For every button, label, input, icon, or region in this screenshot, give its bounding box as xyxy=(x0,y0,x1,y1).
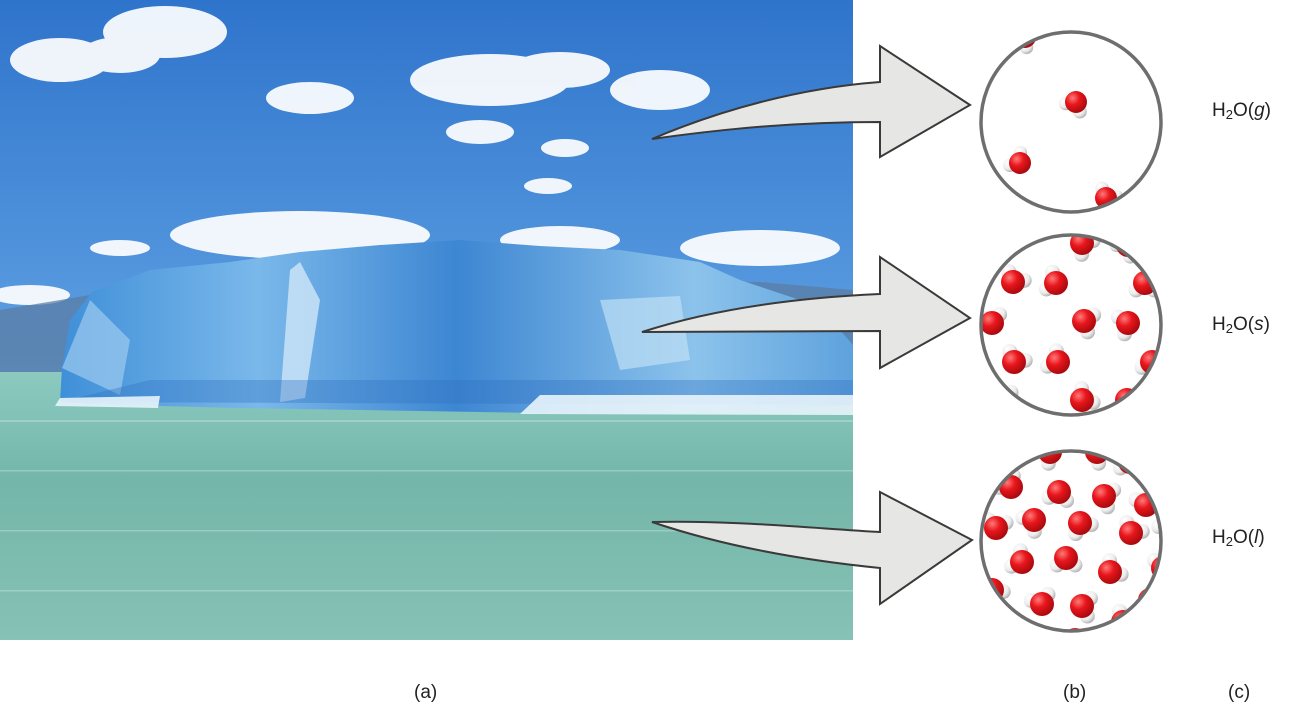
panel-label-a: (a) xyxy=(414,682,438,703)
water-molecule xyxy=(1092,482,1122,515)
hydrogen-atom xyxy=(1154,32,1161,45)
oxygen-atom xyxy=(1092,484,1116,508)
oxygen-atom xyxy=(999,475,1023,499)
formula-gas-subscript: 2 xyxy=(1225,107,1233,122)
oxygen-atom xyxy=(1054,546,1078,570)
water-molecule xyxy=(1015,508,1046,539)
oxygen-atom xyxy=(1138,588,1161,612)
water-molecule xyxy=(1001,263,1032,294)
formula-gas: H2O(g) xyxy=(1212,101,1271,121)
oxygen-atom xyxy=(1001,270,1025,294)
oxygen-atom xyxy=(984,516,1008,540)
iceberg xyxy=(60,240,853,414)
liquid-circle xyxy=(979,449,1182,659)
hydrogen-atom xyxy=(1152,597,1161,613)
oxygen-atom xyxy=(1141,32,1161,54)
hydrogen-atom xyxy=(1167,528,1182,543)
oxygen-atom xyxy=(1009,152,1031,174)
water-molecule xyxy=(1041,480,1075,508)
oxygen-atom xyxy=(1119,521,1143,545)
formula-solid: H2O(s) xyxy=(1212,315,1270,335)
hydrogen-atom xyxy=(986,391,1002,406)
panel-label-c: (c) xyxy=(1228,682,1251,703)
formula-liquid-subscript: 2 xyxy=(1225,534,1233,549)
oxygen-atom xyxy=(1068,511,1092,535)
clouds xyxy=(0,6,840,305)
oxygen-atom xyxy=(1044,271,1068,295)
hydrogen-atom xyxy=(1119,451,1134,459)
oxygen-atom xyxy=(1046,350,1070,374)
oxygen-atom xyxy=(1098,560,1122,584)
water-molecule xyxy=(1068,511,1099,542)
hydrogen-atom xyxy=(1148,46,1161,60)
oxygen-atom xyxy=(1072,309,1096,333)
hydrogen-atom xyxy=(1167,144,1181,158)
water-molecule xyxy=(1098,553,1129,584)
oxygen-atom xyxy=(1065,91,1087,113)
oxygen-atom xyxy=(1070,388,1094,412)
water-molecule xyxy=(1003,543,1034,574)
formula-liquid-state: l xyxy=(1254,527,1259,548)
formula-liquid-o: O( xyxy=(1232,527,1255,548)
hydrogen-atom xyxy=(1152,363,1161,378)
water-molecule xyxy=(1038,264,1068,297)
oxygen-atom xyxy=(1010,550,1034,574)
hydrogen-atom xyxy=(1031,451,1047,456)
formula-gas-o: O( xyxy=(1232,100,1255,121)
solid-circle xyxy=(979,233,1163,417)
water-molecule xyxy=(1002,343,1033,374)
oxygen-atom xyxy=(1164,129,1186,151)
arrows xyxy=(641,44,974,606)
oxygen-atom xyxy=(1002,350,1026,374)
hydrogen-atom xyxy=(1100,451,1116,456)
formula-solid-close: ) xyxy=(1263,314,1270,335)
arrow-to-gas xyxy=(651,44,972,159)
formula-solid-subscript: 2 xyxy=(1225,321,1233,336)
formula-solid-h: H xyxy=(1212,314,1226,335)
water-molecule xyxy=(1070,590,1098,624)
arrow-to-liquid xyxy=(651,490,974,606)
lake-water xyxy=(0,372,853,640)
hydrogen-atom xyxy=(1068,644,1083,659)
water-molecule xyxy=(1049,546,1083,573)
oxygen-atom xyxy=(1116,311,1140,335)
water-molecule xyxy=(1072,307,1102,340)
water-molecule xyxy=(986,384,1019,414)
oxygen-atom xyxy=(1030,592,1054,616)
formula-gas-close: ) xyxy=(1264,100,1271,121)
water-molecule xyxy=(1141,32,1161,60)
formula-liquid: H2O(l) xyxy=(1212,528,1265,548)
panel-label-b: (b) xyxy=(1063,682,1087,703)
formula-gas-h: H xyxy=(1212,100,1226,121)
molecular-views xyxy=(979,30,1186,659)
water-molecule xyxy=(1039,343,1070,374)
gas-circle xyxy=(979,30,1186,214)
oxygen-atom xyxy=(1047,480,1071,504)
water-molecule xyxy=(1002,145,1031,174)
oxygen-atom xyxy=(1118,451,1142,474)
water-molecule xyxy=(1023,586,1056,616)
hydrogen-atom xyxy=(981,593,996,609)
oxygen-atom xyxy=(981,311,1004,335)
water-molecule xyxy=(1110,309,1140,342)
hydrogen-atom xyxy=(1128,399,1144,415)
formula-solid-state: s xyxy=(1254,314,1264,335)
water-molecule xyxy=(1070,381,1101,412)
oxygen-atom xyxy=(1070,594,1094,618)
water-molecule xyxy=(1119,514,1150,545)
formula-solid-o: O( xyxy=(1232,314,1255,335)
arrow-to-solid xyxy=(641,255,972,370)
water-molecule xyxy=(1158,129,1186,158)
water-molecule xyxy=(1058,91,1087,119)
formula-liquid-close: ) xyxy=(1258,527,1265,548)
oxygen-atom xyxy=(1022,508,1046,532)
formula-gas-state: g xyxy=(1254,100,1265,121)
formula-liquid-h: H xyxy=(1212,527,1226,548)
